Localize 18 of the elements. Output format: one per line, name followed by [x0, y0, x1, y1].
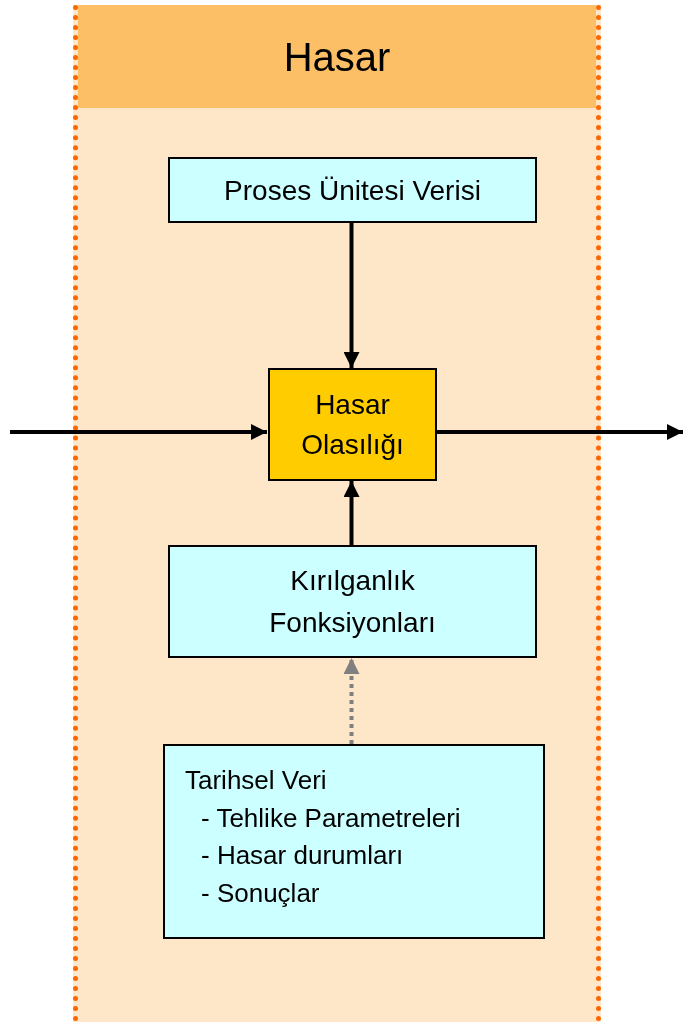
process-box [168, 157, 537, 223]
list-item: - Tehlike Parametreleri [200, 801, 461, 835]
swimlane-panel [73, 5, 601, 1022]
panel-title: Hasar [283, 33, 391, 81]
arrow [436, 424, 683, 440]
node-label: Hasar Olasılığı [300, 388, 405, 462]
list-item: - Hasar durumları [200, 839, 404, 873]
node-label: Tarihsel Veri [185, 764, 327, 797]
node-label: Proses Ünitesi Verisi [224, 173, 481, 208]
list-item: - Sonuçlar [200, 877, 320, 911]
node-label: Kırılganlık Fonksiyonları [268, 563, 437, 640]
arrow [343, 481, 360, 545]
arrow [343, 658, 360, 744]
process-box [163, 744, 545, 939]
arrow [343, 223, 360, 368]
arrow [10, 424, 267, 440]
process-box [168, 545, 537, 658]
highlighted-process-box [268, 368, 437, 481]
